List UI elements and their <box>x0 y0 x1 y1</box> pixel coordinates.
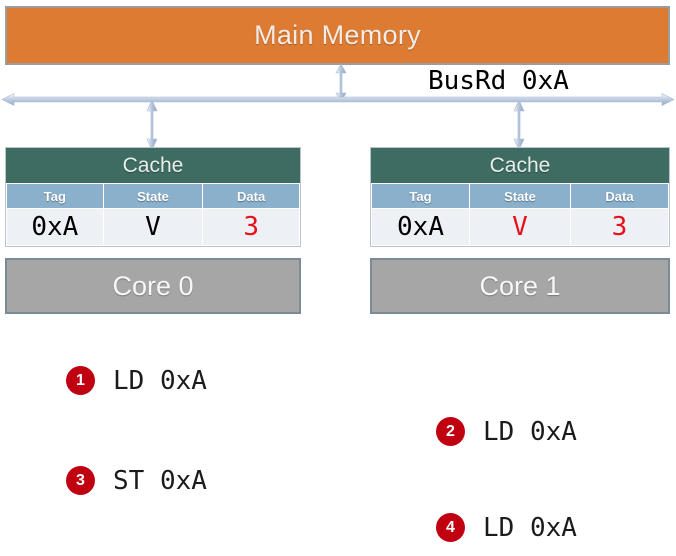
table-row: 0xA V 3 <box>6 208 300 246</box>
step-1: 1 LD 0xA <box>66 366 207 395</box>
step-number-badge-4: 4 <box>436 513 465 542</box>
main-memory-block: Main Memory <box>5 6 670 65</box>
bus-line-arrow-icon <box>1 90 675 110</box>
column-header-data: Data <box>202 183 300 209</box>
cell-data-core0: 3 <box>202 208 300 246</box>
step-number-badge-1: 1 <box>66 366 95 395</box>
cache-block-core0: Cache Tag State Data 0xA V 3 <box>5 147 301 247</box>
cache-title-core0: Cache <box>6 148 300 183</box>
table-header-row: Tag State Data <box>371 183 670 209</box>
cell-state-core0: V <box>102 208 204 246</box>
cell-tag-core1: 0xA <box>371 208 470 246</box>
arrow-bus-to-cache1-icon <box>509 99 529 151</box>
step-instruction-4: LD 0xA <box>483 512 577 543</box>
core-block-0: Core 0 <box>5 258 301 314</box>
step-4: 4 LD 0xA <box>436 513 577 542</box>
cache-table-core1: Tag State Data 0xA V 3 <box>371 183 670 246</box>
arrow-bus-to-cache0-icon <box>142 99 162 151</box>
cache-block-core1: Cache Tag State Data 0xA V 3 <box>370 147 670 247</box>
column-header-tag: Tag <box>371 183 470 209</box>
table-header-row: Tag State Data <box>6 183 300 209</box>
cache-title-core1: Cache <box>371 148 669 183</box>
step-number-badge-3: 3 <box>66 466 95 495</box>
step-3: 3 ST 0xA <box>66 466 207 495</box>
step-instruction-2: LD 0xA <box>483 416 577 447</box>
column-header-state: State <box>469 183 571 209</box>
column-header-state: State <box>102 183 204 209</box>
main-memory-label: Main Memory <box>254 20 421 50</box>
column-header-tag: Tag <box>6 183 104 209</box>
step-number-badge-2: 2 <box>436 417 465 446</box>
step-instruction-1: LD 0xA <box>113 365 207 396</box>
step-2: 2 LD 0xA <box>436 417 577 446</box>
cell-state-core1: V <box>469 208 571 246</box>
bus-transaction-label: BusRd 0xA <box>428 66 569 96</box>
cell-tag-core0: 0xA <box>6 208 104 246</box>
core-label-0: Core 0 <box>112 270 194 301</box>
core-label-1: Core 1 <box>479 270 561 301</box>
cache-table-core0: Tag State Data 0xA V 3 <box>6 183 300 246</box>
cell-data-core1: 3 <box>569 208 670 246</box>
column-header-data: Data <box>569 183 670 209</box>
step-instruction-3: ST 0xA <box>113 465 207 496</box>
core-block-1: Core 1 <box>370 258 670 314</box>
table-row: 0xA V 3 <box>371 208 670 246</box>
